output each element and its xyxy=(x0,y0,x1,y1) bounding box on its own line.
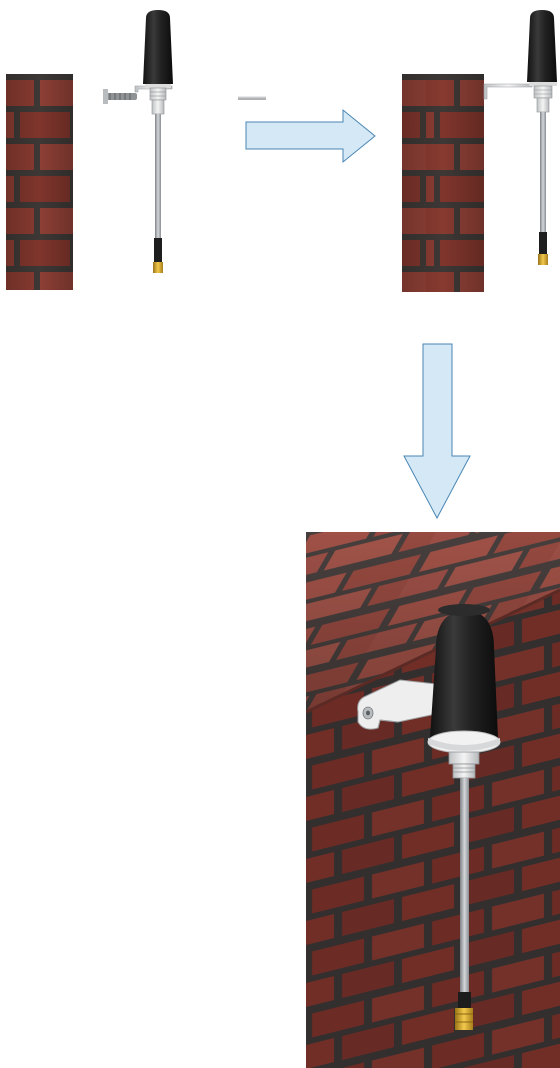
mounting-screw-icon xyxy=(103,89,137,104)
brick-wall-panel-right xyxy=(402,74,484,292)
wall-anchor-icon xyxy=(238,96,266,100)
antenna-mounted-icon xyxy=(527,10,557,265)
step-arrow-down xyxy=(404,344,470,518)
antenna-unit-icon xyxy=(143,10,173,273)
step-2-bracket-screwed-to-wall xyxy=(402,10,557,292)
bracket-mounted-icon xyxy=(484,84,532,99)
step-arrow-right xyxy=(246,110,375,162)
step-1-components-separated xyxy=(6,10,266,290)
step-3-installed-perspective-view xyxy=(306,532,560,1068)
brick-wall-panel-left xyxy=(6,74,73,290)
